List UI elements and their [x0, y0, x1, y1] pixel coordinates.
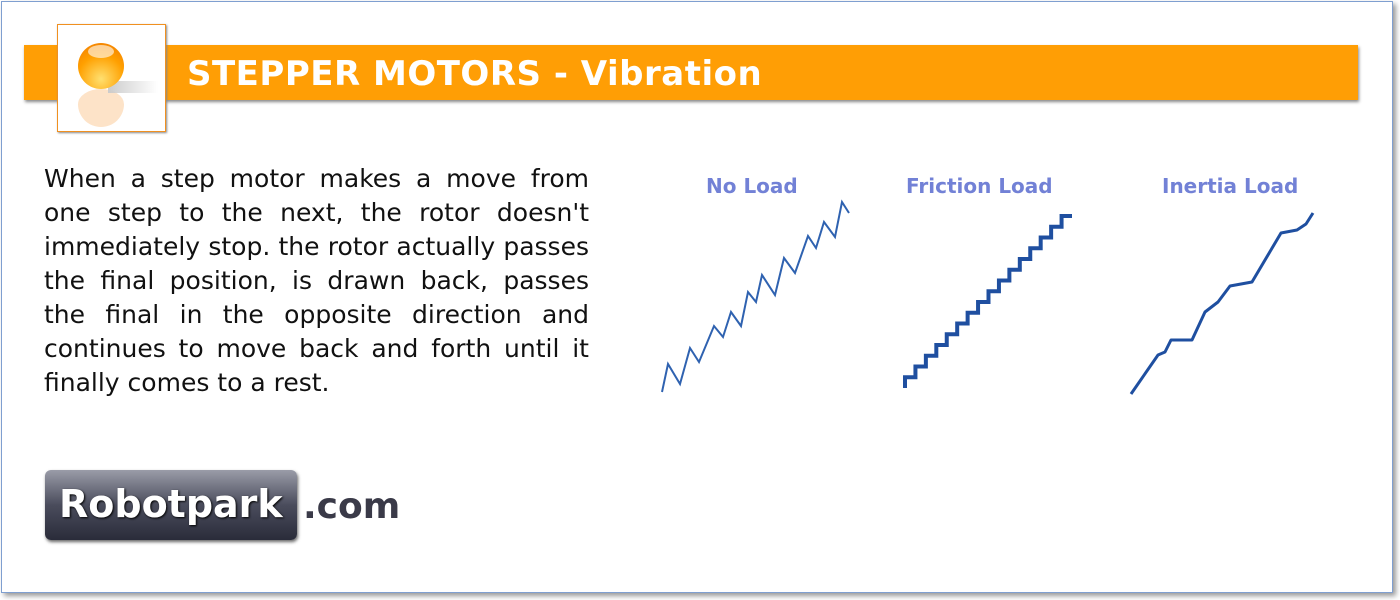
robotpark-logo: Robotpark	[45, 470, 297, 540]
description-text: When a step motor makes a move from one …	[44, 164, 589, 397]
no-load-curve	[661, 199, 850, 393]
page-title: STEPPER MOTORS - Vibration	[187, 54, 763, 94]
inertia-load-curve	[1129, 212, 1315, 395]
label-inertia-load: Inertia Load	[1162, 174, 1299, 198]
title-banner	[24, 45, 1358, 100]
friction-load-curve	[903, 214, 1072, 388]
orb-icon	[57, 24, 166, 132]
label-no-load: No Load	[706, 174, 798, 198]
label-friction-load: Friction Load	[906, 174, 1053, 198]
logo-suffix: .com	[303, 486, 401, 527]
